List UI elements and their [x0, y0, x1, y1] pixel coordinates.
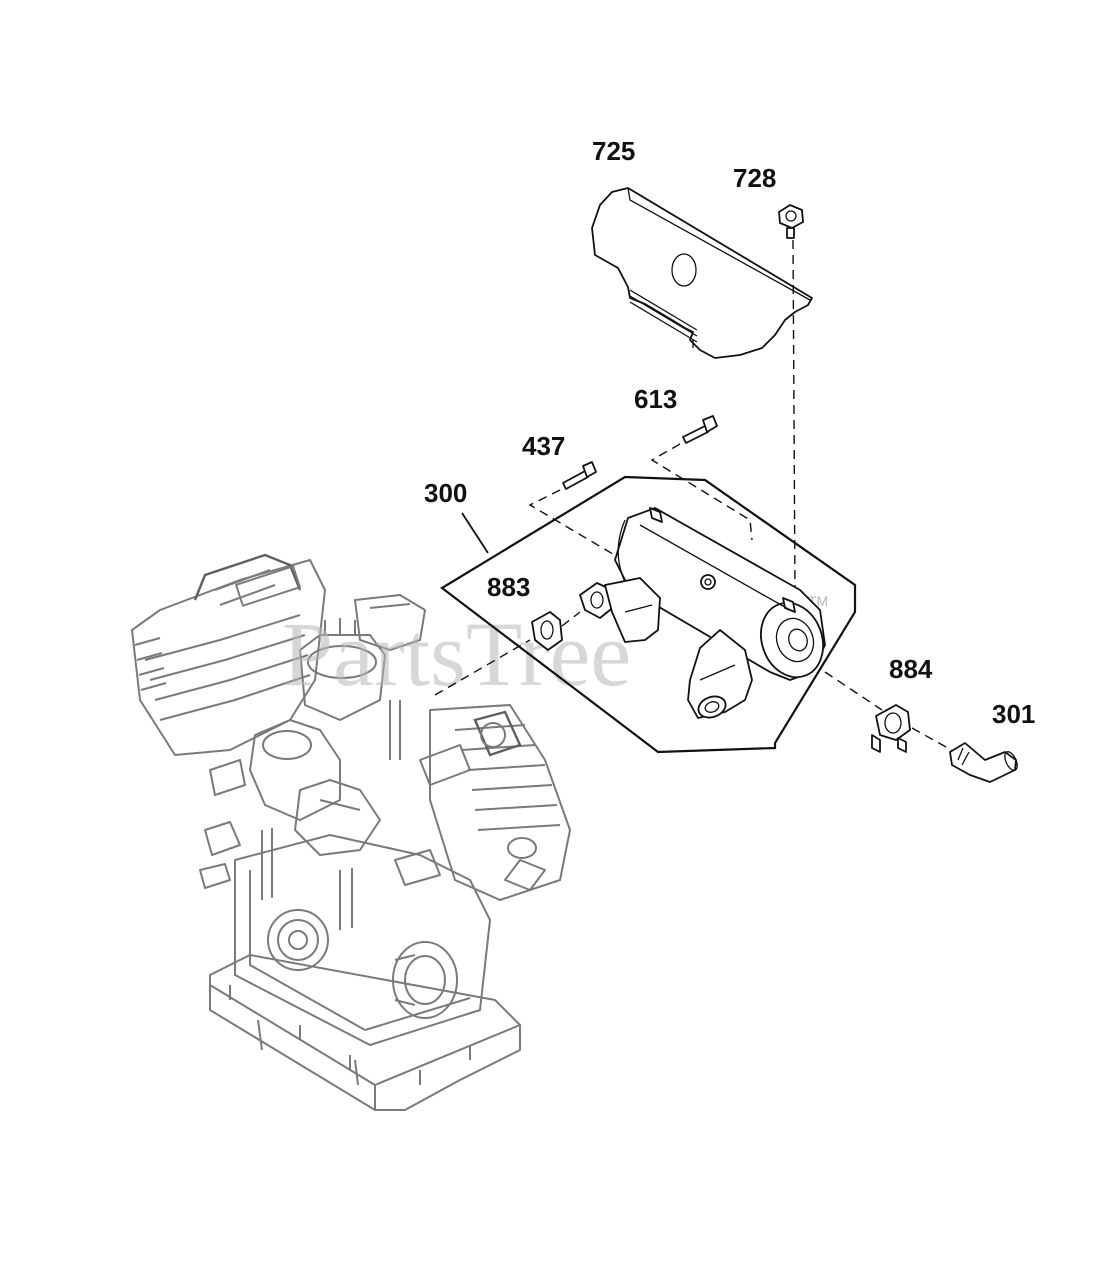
part-label-883[interactable]: 883	[487, 572, 530, 602]
leader-883-to-pipe	[561, 611, 581, 627]
part-label-437[interactable]: 437	[522, 431, 565, 461]
part-label-728[interactable]: 728	[733, 163, 776, 193]
engine-block	[131, 553, 571, 1111]
part-label-613[interactable]: 613	[634, 384, 677, 414]
muffler-outlet-flange	[687, 629, 753, 719]
leader-883-dashed	[434, 639, 531, 696]
part-label-300[interactable]: 300	[424, 478, 467, 508]
leader-300	[461, 512, 489, 554]
muffler-assembly-frame	[440, 475, 857, 754]
exhaust-gasket	[531, 611, 563, 651]
part-label-725[interactable]: 725	[592, 136, 635, 166]
leader-437-dashed	[528, 489, 641, 571]
muffler-bolt-437	[562, 461, 597, 490]
leader-613-dashed	[650, 443, 753, 541]
part-label-884[interactable]: 884	[889, 654, 933, 684]
muffler-inlet-pipe	[579, 577, 661, 643]
heat-shield	[591, 187, 813, 359]
part-label-301[interactable]: 301	[992, 699, 1035, 729]
leader-muffler-to-clamp	[824, 671, 883, 711]
muffler-bolt-613	[682, 415, 718, 444]
shield-bolt	[778, 204, 804, 239]
watermark-text: PartsTree	[282, 603, 631, 705]
tail-pipe	[949, 742, 1018, 783]
exhaust-clamp	[871, 704, 911, 753]
muffler	[614, 507, 826, 681]
leader-clamp-to-tailpipe	[911, 727, 956, 753]
